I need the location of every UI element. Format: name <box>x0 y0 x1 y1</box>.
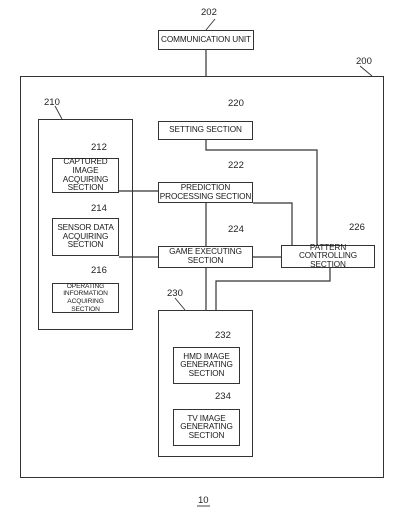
ref-202: 202 <box>201 7 217 18</box>
ref-224: 224 <box>228 224 244 235</box>
hmd-image-label: HMD IMAGE GENERATING SECTION <box>180 351 233 378</box>
ref-210: 210 <box>44 97 60 108</box>
pattern-controlling-label: PATTERN CONTROLLING SECTION <box>298 242 358 269</box>
line-setting-to-pattern <box>205 140 318 245</box>
captured-image-box: CAPTURED IMAGE ACQUIRING SECTION <box>52 157 119 193</box>
communication-unit-label: COMMUNICATION UNIT <box>161 34 251 44</box>
setting-section-box: SETTING SECTION <box>158 121 253 140</box>
ref-216: 216 <box>91 265 107 276</box>
ref-232: 232 <box>215 330 231 341</box>
communication-unit-box: COMMUNICATION UNIT <box>158 30 254 50</box>
ref-226: 226 <box>349 222 365 233</box>
ref-leader-202 <box>205 18 216 31</box>
main-unit-frame <box>20 76 384 478</box>
ref-leader-230 <box>174 297 186 311</box>
image-generating-group-frame <box>158 310 253 457</box>
hmd-image-box: HMD IMAGE GENERATING SECTION <box>173 347 240 384</box>
tv-image-box: TV IMAGE GENERATING SECTION <box>173 409 240 446</box>
prediction-processing-box: PREDICTION PROCESSING SECTION <box>158 182 253 203</box>
ref-leader-200 <box>359 65 373 77</box>
ref-leader-210 <box>54 105 63 120</box>
prediction-processing-label: PREDICTION PROCESSING SECTION <box>159 182 252 201</box>
ref-214: 214 <box>91 203 107 214</box>
game-executing-label: GAME EXECUTING SECTION <box>169 247 242 265</box>
ref-212: 212 <box>91 142 107 153</box>
captured-image-label: CAPTURED IMAGE ACQUIRING SECTION <box>62 157 109 193</box>
sensor-data-label: SENSOR DATA ACQUIRING SECTION <box>57 223 114 250</box>
line-pattern-to-image <box>215 268 331 310</box>
ref-230: 230 <box>167 288 183 299</box>
ref-220: 220 <box>228 98 244 109</box>
line-prediction-to-pattern <box>253 202 293 245</box>
setting-section-label: SETTING SECTION <box>169 125 242 135</box>
figure-ref: 10 <box>198 495 209 506</box>
sensor-data-box: SENSOR DATA ACQUIRING SECTION <box>52 218 119 256</box>
acquiring-group-frame <box>38 119 133 330</box>
ref-222: 222 <box>228 160 244 171</box>
game-executing-box: GAME EXECUTING SECTION <box>158 246 253 268</box>
operating-info-box: OPERATING INFORMATION ACQUIRING SECTION <box>52 283 119 313</box>
operating-info-label: OPERATING INFORMATION ACQUIRING SECTION <box>63 282 108 313</box>
tv-image-label: TV IMAGE GENERATING SECTION <box>180 413 233 440</box>
ref-234: 234 <box>215 391 231 402</box>
ref-200: 200 <box>356 56 372 67</box>
pattern-controlling-box: PATTERN CONTROLLING SECTION <box>281 242 375 269</box>
